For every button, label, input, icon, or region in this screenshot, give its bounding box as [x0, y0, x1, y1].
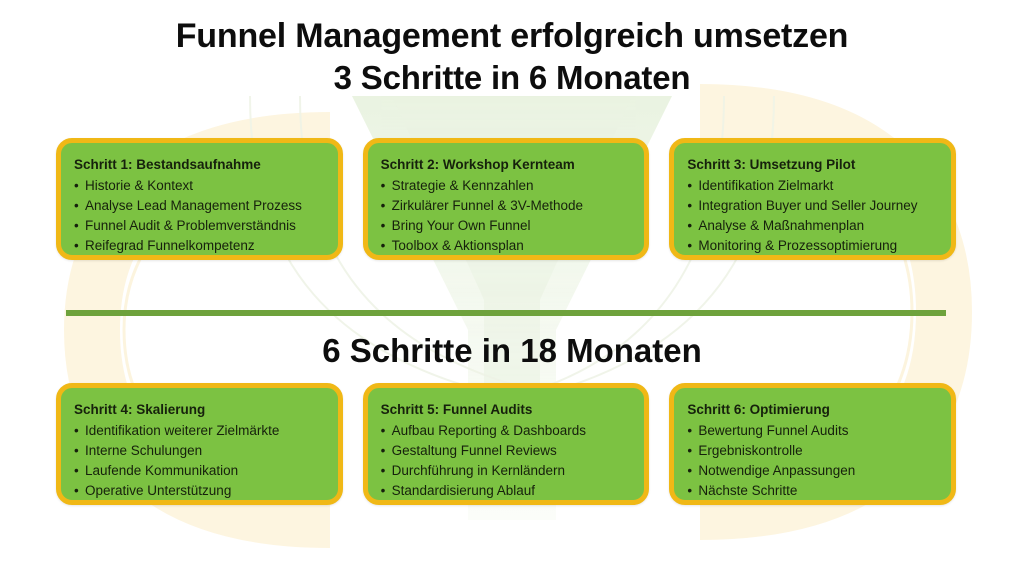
step-card-5[interactable]: Schritt 5: Funnel Audits Aufbau Reportin… [362, 383, 650, 505]
step-card-2-title: Schritt 2: Workshop Kernteam [380, 157, 575, 172]
list-item: Monitoring & Prozessoptimierung [687, 236, 939, 256]
step-card-4-list: Identifikation weiterer Zielmärkte Inter… [74, 421, 326, 501]
card-row-top: Schritt 1: Bestandsaufnahme Historie & K… [56, 138, 957, 260]
list-item: Aufbau Reporting & Dashboards [381, 421, 633, 441]
step-card-5-list: Aufbau Reporting & Dashboards Gestaltung… [381, 421, 633, 501]
page-title: Funnel Management erfolgreich umsetzen 3… [0, 16, 1024, 98]
step-card-4[interactable]: Schritt 4: Skalierung Identifikation wei… [56, 383, 343, 505]
list-item: Durchführung in Kernländern [381, 461, 633, 481]
card-row-bottom: Schritt 4: Skalierung Identifikation wei… [56, 383, 957, 505]
step-card-4-title: Schritt 4: Skalierung [74, 402, 206, 417]
list-item: Laufende Kommunikation [74, 461, 326, 481]
step-card-1-title: Schritt 1: Bestandsaufnahme [74, 157, 261, 172]
list-item: Identifikation Zielmarkt [687, 176, 939, 196]
step-card-6-title: Schritt 6: Optimierung [687, 402, 830, 417]
section-heading-text: 6 Schritte in 18 Monaten [322, 332, 702, 369]
list-item: Zirkulärer Funnel & 3V-Methode [381, 196, 633, 216]
title-line-2: 3 Schritte in 6 Monaten [333, 59, 691, 96]
list-item: Historie & Kontext [74, 176, 326, 196]
step-card-1[interactable]: Schritt 1: Bestandsaufnahme Historie & K… [56, 138, 343, 260]
list-item: Nächste Schritte [687, 481, 939, 501]
list-item: Toolbox & Aktionsplan [381, 236, 633, 256]
list-item: Notwendige Anpassungen [687, 461, 939, 481]
step-card-3-title: Schritt 3: Umsetzung Pilot [687, 157, 856, 172]
list-item: Bring Your Own Funnel [381, 216, 633, 236]
step-card-6[interactable]: Schritt 6: Optimierung Bewertung Funnel … [669, 383, 957, 505]
list-item: Interne Schulungen [74, 441, 326, 461]
list-item: Ergebniskontrolle [687, 441, 939, 461]
list-item: Integration Buyer und Seller Journey [687, 196, 939, 216]
title-line-1: Funnel Management erfolgreich umsetzen [175, 17, 849, 55]
list-item: Standardisierung Ablauf [381, 481, 633, 501]
list-item: Operative Unterstützung [74, 481, 326, 501]
step-card-3-list: Identifikation Zielmarkt Integration Buy… [687, 176, 939, 256]
list-item: Analyse & Maßnahmenplan [687, 216, 939, 236]
step-card-6-list: Bewertung Funnel Audits Ergebniskontroll… [687, 421, 939, 501]
list-item: Analyse Lead Management Prozess [74, 196, 326, 216]
step-card-2[interactable]: Schritt 2: Workshop Kernteam Strategie &… [362, 138, 650, 260]
section-heading: 6 Schritte in 18 Monaten [0, 330, 1024, 372]
step-card-3[interactable]: Schritt 3: Umsetzung Pilot Identifikatio… [669, 138, 957, 260]
list-item: Reifegrad Funnelkompetenz [74, 236, 326, 256]
step-card-2-list: Strategie & Kennzahlen Zirkulärer Funnel… [381, 176, 633, 256]
list-item: Funnel Audit & Problemverständnis [74, 216, 326, 236]
list-item: Gestaltung Funnel Reviews [381, 441, 633, 461]
list-item: Strategie & Kennzahlen [381, 176, 633, 196]
step-card-1-list: Historie & Kontext Analyse Lead Manageme… [74, 176, 326, 256]
list-item: Identifikation weiterer Zielmärkte [74, 421, 326, 441]
step-card-5-title: Schritt 5: Funnel Audits [380, 402, 533, 417]
section-divider [66, 310, 946, 316]
list-item: Bewertung Funnel Audits [687, 421, 939, 441]
